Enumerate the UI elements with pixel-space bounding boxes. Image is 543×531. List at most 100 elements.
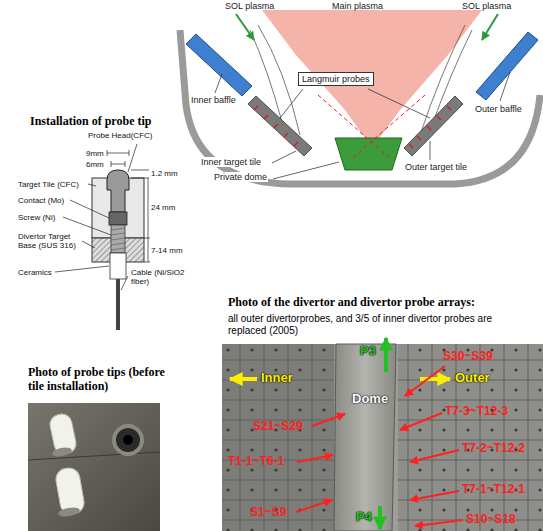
leader-line xyxy=(121,276,128,290)
dimension-line xyxy=(129,150,130,156)
probe-array-label: S21~S29 xyxy=(253,420,303,434)
divertor-cross-section xyxy=(186,34,252,96)
photo-arrow xyxy=(297,455,333,462)
divertor-photo xyxy=(222,344,543,531)
probe-array-label: T7-3~T12-3 xyxy=(445,405,508,419)
dimension-line xyxy=(144,238,150,239)
leader-line xyxy=(500,72,510,101)
leader-line xyxy=(82,241,95,248)
probe-tip-photo xyxy=(28,452,160,460)
divertor-cross-section xyxy=(482,14,498,40)
leader-line xyxy=(430,141,431,160)
probe-array-label: S1~S9 xyxy=(250,506,286,520)
region-label: SOL plasma xyxy=(225,1,274,11)
probe-tip-photo xyxy=(114,426,142,454)
probe-tip-drawing xyxy=(107,170,129,212)
photo-arrow xyxy=(415,520,463,526)
leader-line xyxy=(88,184,96,186)
divertor-cross-section xyxy=(236,14,254,40)
photo-arrow xyxy=(296,500,332,512)
probe-tip-drawing xyxy=(111,228,125,250)
note-text: all outer divertorprobes, and 3/5 of inn… xyxy=(228,313,528,336)
probe-tip-drawing xyxy=(109,212,127,225)
part-label: Contact (Mo) xyxy=(18,196,64,205)
part-label: Inner baffle xyxy=(190,95,237,105)
divertor-photo xyxy=(398,344,543,531)
divertor-cross-section xyxy=(262,10,482,148)
divertor-photo xyxy=(398,344,543,531)
part-label: Outer target tile xyxy=(404,162,468,172)
direction-label: Inner xyxy=(261,371,293,386)
part-label: Inner target tile xyxy=(200,157,262,167)
divertor-photo xyxy=(222,344,334,531)
region-label: SOL plasma xyxy=(462,1,511,11)
section-heading: Photo of the divertor and divertor probe… xyxy=(228,296,475,310)
leader-line xyxy=(280,89,303,118)
callout-box: Langmuir probes xyxy=(298,72,374,86)
divertor-cross-section xyxy=(180,10,540,184)
dimension-line xyxy=(148,178,149,238)
divertor-photo xyxy=(398,344,543,531)
photo-arrow xyxy=(405,366,445,396)
leader-line xyxy=(368,89,430,118)
probe-tip-drawing xyxy=(111,225,125,253)
probe-tip-photo xyxy=(123,435,133,445)
dimension-line xyxy=(125,161,126,167)
part-label: Target Tile (CFC) xyxy=(18,180,79,189)
photo-arrow xyxy=(400,413,442,430)
part-label: Dome xyxy=(352,392,388,407)
dimension-line xyxy=(131,170,149,171)
part-label: Outer baffle xyxy=(474,104,523,114)
part-label: Ceramics xyxy=(18,268,52,277)
dimension-line xyxy=(107,153,129,154)
dimension-label: 6mm xyxy=(86,160,104,169)
photo-arrow xyxy=(230,338,463,529)
probe-tip-photo xyxy=(57,506,80,518)
dimension-line xyxy=(111,164,125,165)
leader-line xyxy=(273,162,339,179)
divertor-photo xyxy=(222,344,334,531)
box-text: Langmuir probes xyxy=(302,74,370,84)
divertor-cross-section xyxy=(254,106,298,146)
probe-label: P4 xyxy=(356,510,372,525)
probe-tip-photo xyxy=(51,446,72,458)
divertor-cross-section xyxy=(180,30,540,184)
leader-line xyxy=(70,200,109,218)
direction-label: Outer xyxy=(455,371,490,386)
leader-line xyxy=(272,151,296,163)
section-heading: Photo of probe tips (before tile install… xyxy=(28,366,170,394)
region-label: Main plasma xyxy=(332,1,383,11)
dimension-line xyxy=(131,178,149,179)
probe-array-label: S10~S18 xyxy=(466,513,516,527)
probe-tip-photo xyxy=(28,403,160,531)
leader-line xyxy=(128,144,137,172)
dimension-line xyxy=(111,161,112,167)
probe-tip-drawing xyxy=(110,253,126,279)
probe-tip-drawing xyxy=(116,279,120,330)
dimension-line xyxy=(107,150,150,262)
probe-array-label: S30~S39 xyxy=(443,350,493,364)
photo-arrow xyxy=(312,414,345,426)
part-label: Screw (Ni) xyxy=(18,213,55,222)
divertor-photo xyxy=(222,344,334,531)
dimension-label: 24 mm xyxy=(151,203,175,212)
divertor-photo xyxy=(222,344,543,531)
part-label: Cable (Ni/SiO2 fiber) xyxy=(131,268,201,286)
probe-tip-photo xyxy=(28,403,160,531)
photo-arrow xyxy=(230,377,257,381)
dimension-line xyxy=(144,262,150,263)
probe-array-label: T1-1~T6-1 xyxy=(228,455,284,469)
divertor-cross-section xyxy=(318,95,392,160)
photo-arrow xyxy=(378,506,382,529)
leader-line xyxy=(55,266,109,272)
probe-array-label: T7-1~T12-1 xyxy=(462,483,525,497)
photo-arrow xyxy=(410,491,459,500)
photo-arrow xyxy=(296,366,463,526)
divertor-cross-section xyxy=(476,32,538,100)
dimension-label: 1.2 mm xyxy=(151,169,178,178)
leader-line xyxy=(55,144,137,290)
photo-arrow xyxy=(410,450,459,462)
part-label: Probe Head(CFC) xyxy=(88,131,152,140)
